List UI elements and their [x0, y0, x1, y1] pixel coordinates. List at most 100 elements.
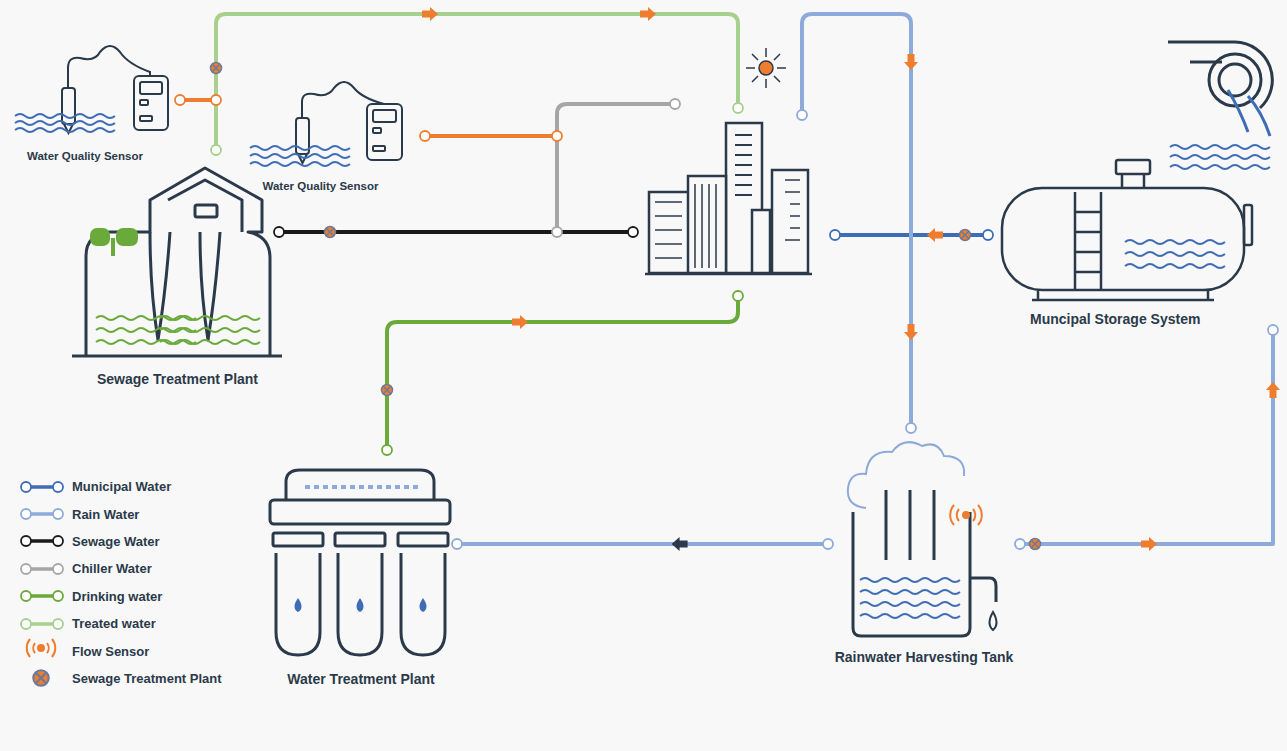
drinking-water-pipe: [387, 296, 738, 450]
pipe-end-part: [906, 423, 916, 433]
storage-tank-icon: [1002, 160, 1252, 300]
city-buildings-part: [785, 180, 800, 240]
city-buildings-part: [645, 273, 812, 276]
filter-unit-icon-part: [273, 533, 323, 546]
illustration-part: [640, 7, 656, 21]
legend-label: Municipal Water: [72, 479, 171, 494]
labelled-icon: Muncipal Storage System: [995, 160, 1283, 330]
illustration-part: [325, 227, 336, 238]
filter-unit-icon-part: [335, 533, 385, 546]
legend-label: Rain Water: [72, 507, 139, 522]
illustration-part: [211, 63, 222, 74]
pipe-connector-part: [457, 542, 828, 546]
filter-unit-icon-part: [286, 470, 434, 500]
storage-tank-icon-part: [1122, 174, 1144, 188]
rain-tank-icon: [848, 442, 964, 508]
pipe-end-part: [175, 95, 185, 105]
legend-swatch-part: [53, 591, 63, 601]
node-label: Water Quality Sensor: [263, 180, 379, 193]
water-waves: [860, 578, 960, 618]
sewage-plant-icon: [72, 168, 282, 356]
pipe-connector-part: [1015, 539, 1025, 549]
water-quality-sensor-icon: [296, 82, 402, 163]
labelled-icon: Rainwater Harvesting Tank: [828, 432, 1020, 668]
water-quality-sensor-icon-part: [68, 46, 150, 88]
city-buildings-part: [695, 184, 716, 268]
node-label: Rainwater Harvesting Tank: [835, 649, 1014, 665]
water-quality-sensor-icon-part: [140, 82, 162, 94]
illustration-part: [420, 598, 427, 612]
water-waves: [96, 316, 260, 344]
pipe-end-part: [211, 95, 221, 105]
water-waves-part: [160, 316, 260, 320]
pipe-connector-part: [672, 537, 688, 551]
city-buildings-part: [688, 176, 726, 273]
water-drop: [990, 612, 997, 630]
flow-sensor-icon: [27, 639, 56, 657]
legend-row: Flow Sensor: [18, 637, 222, 664]
illustration-part: [927, 228, 943, 242]
illustration-part: [904, 54, 918, 70]
pipe-connector-part: [823, 539, 833, 549]
rain-tank-icon-part: [848, 442, 964, 508]
rain-water-pipe-part: [802, 14, 911, 428]
illustration-part: [382, 385, 393, 396]
legend-label: Flow Sensor: [72, 644, 149, 659]
treated-water-pipe: [216, 14, 738, 150]
flow-sensor-icon-part: [950, 505, 982, 525]
legend-swatch-part: [53, 509, 63, 519]
illustration-part: [512, 315, 528, 329]
illustration-part: [960, 230, 971, 241]
storage-tank-icon-part: [1002, 188, 1244, 290]
pipe-end-part: [733, 291, 743, 301]
filter-dots: [305, 485, 418, 489]
legend: Municipal WaterRain WaterSewage WaterChi…: [18, 473, 222, 692]
sewage-plant-icon-part: [150, 232, 170, 340]
pipe-end-part: [274, 227, 284, 237]
legend-row: Sewage Treatment Plant: [18, 665, 222, 692]
pipe-end-part: [733, 103, 743, 113]
pipe-connector-part: [1020, 330, 1273, 544]
water-quality-sensor-icon-part: [140, 100, 148, 105]
node-label: Water Treatment Plant: [287, 671, 434, 687]
legend-swatch: [18, 670, 66, 686]
pipe-end-part: [830, 230, 840, 240]
pipe-connector: [1015, 325, 1280, 551]
legend-swatch-part: [53, 619, 63, 629]
water-waves: [1125, 240, 1225, 268]
sensor-link-part: [425, 134, 557, 138]
pipe-end-part: [382, 445, 392, 455]
legend-swatch-part: [21, 509, 31, 519]
water-waves: [15, 114, 115, 132]
treated-water-pipe-part: [216, 14, 738, 150]
storage-tank-icon-part: [1244, 205, 1252, 245]
water-waves-part: [250, 154, 350, 158]
legend-swatch: [18, 561, 66, 577]
city-buildings: [645, 123, 812, 274]
sprout-icon: [90, 228, 138, 256]
city-buildings-part: [735, 135, 752, 195]
legend-swatch-part: [53, 536, 63, 546]
pipe-end-part: [552, 131, 562, 141]
city-buildings-part: [752, 210, 770, 273]
water-waves-part: [860, 602, 960, 606]
water-quality-sensor-icon-part: [302, 82, 384, 118]
legend-swatch-part: [21, 564, 31, 574]
legend-label: Treated water: [72, 616, 156, 631]
labelled-icon: Sewage Treatment Plant: [70, 160, 285, 390]
node-label: Water Quality Sensor: [27, 150, 143, 163]
pipe-connector-part: [1268, 325, 1278, 335]
legend-swatch-part: [21, 619, 31, 629]
storage-tank-icon-part: [1116, 160, 1150, 174]
filter-unit-icon-part: [270, 500, 450, 524]
sprout-icon-part: [116, 228, 138, 246]
water-waves-part: [250, 162, 350, 166]
city-buildings-part: [655, 202, 682, 258]
filter-unit-icon-part: [276, 553, 320, 655]
legend-row: Drinking water: [18, 583, 222, 610]
water-waves-part: [1170, 165, 1270, 169]
pipe-end-part: [552, 227, 562, 237]
sewage-plant-icon-part: [168, 180, 242, 232]
filter-unit-icon-part: [401, 553, 445, 655]
legend-swatch-part: [53, 564, 63, 574]
